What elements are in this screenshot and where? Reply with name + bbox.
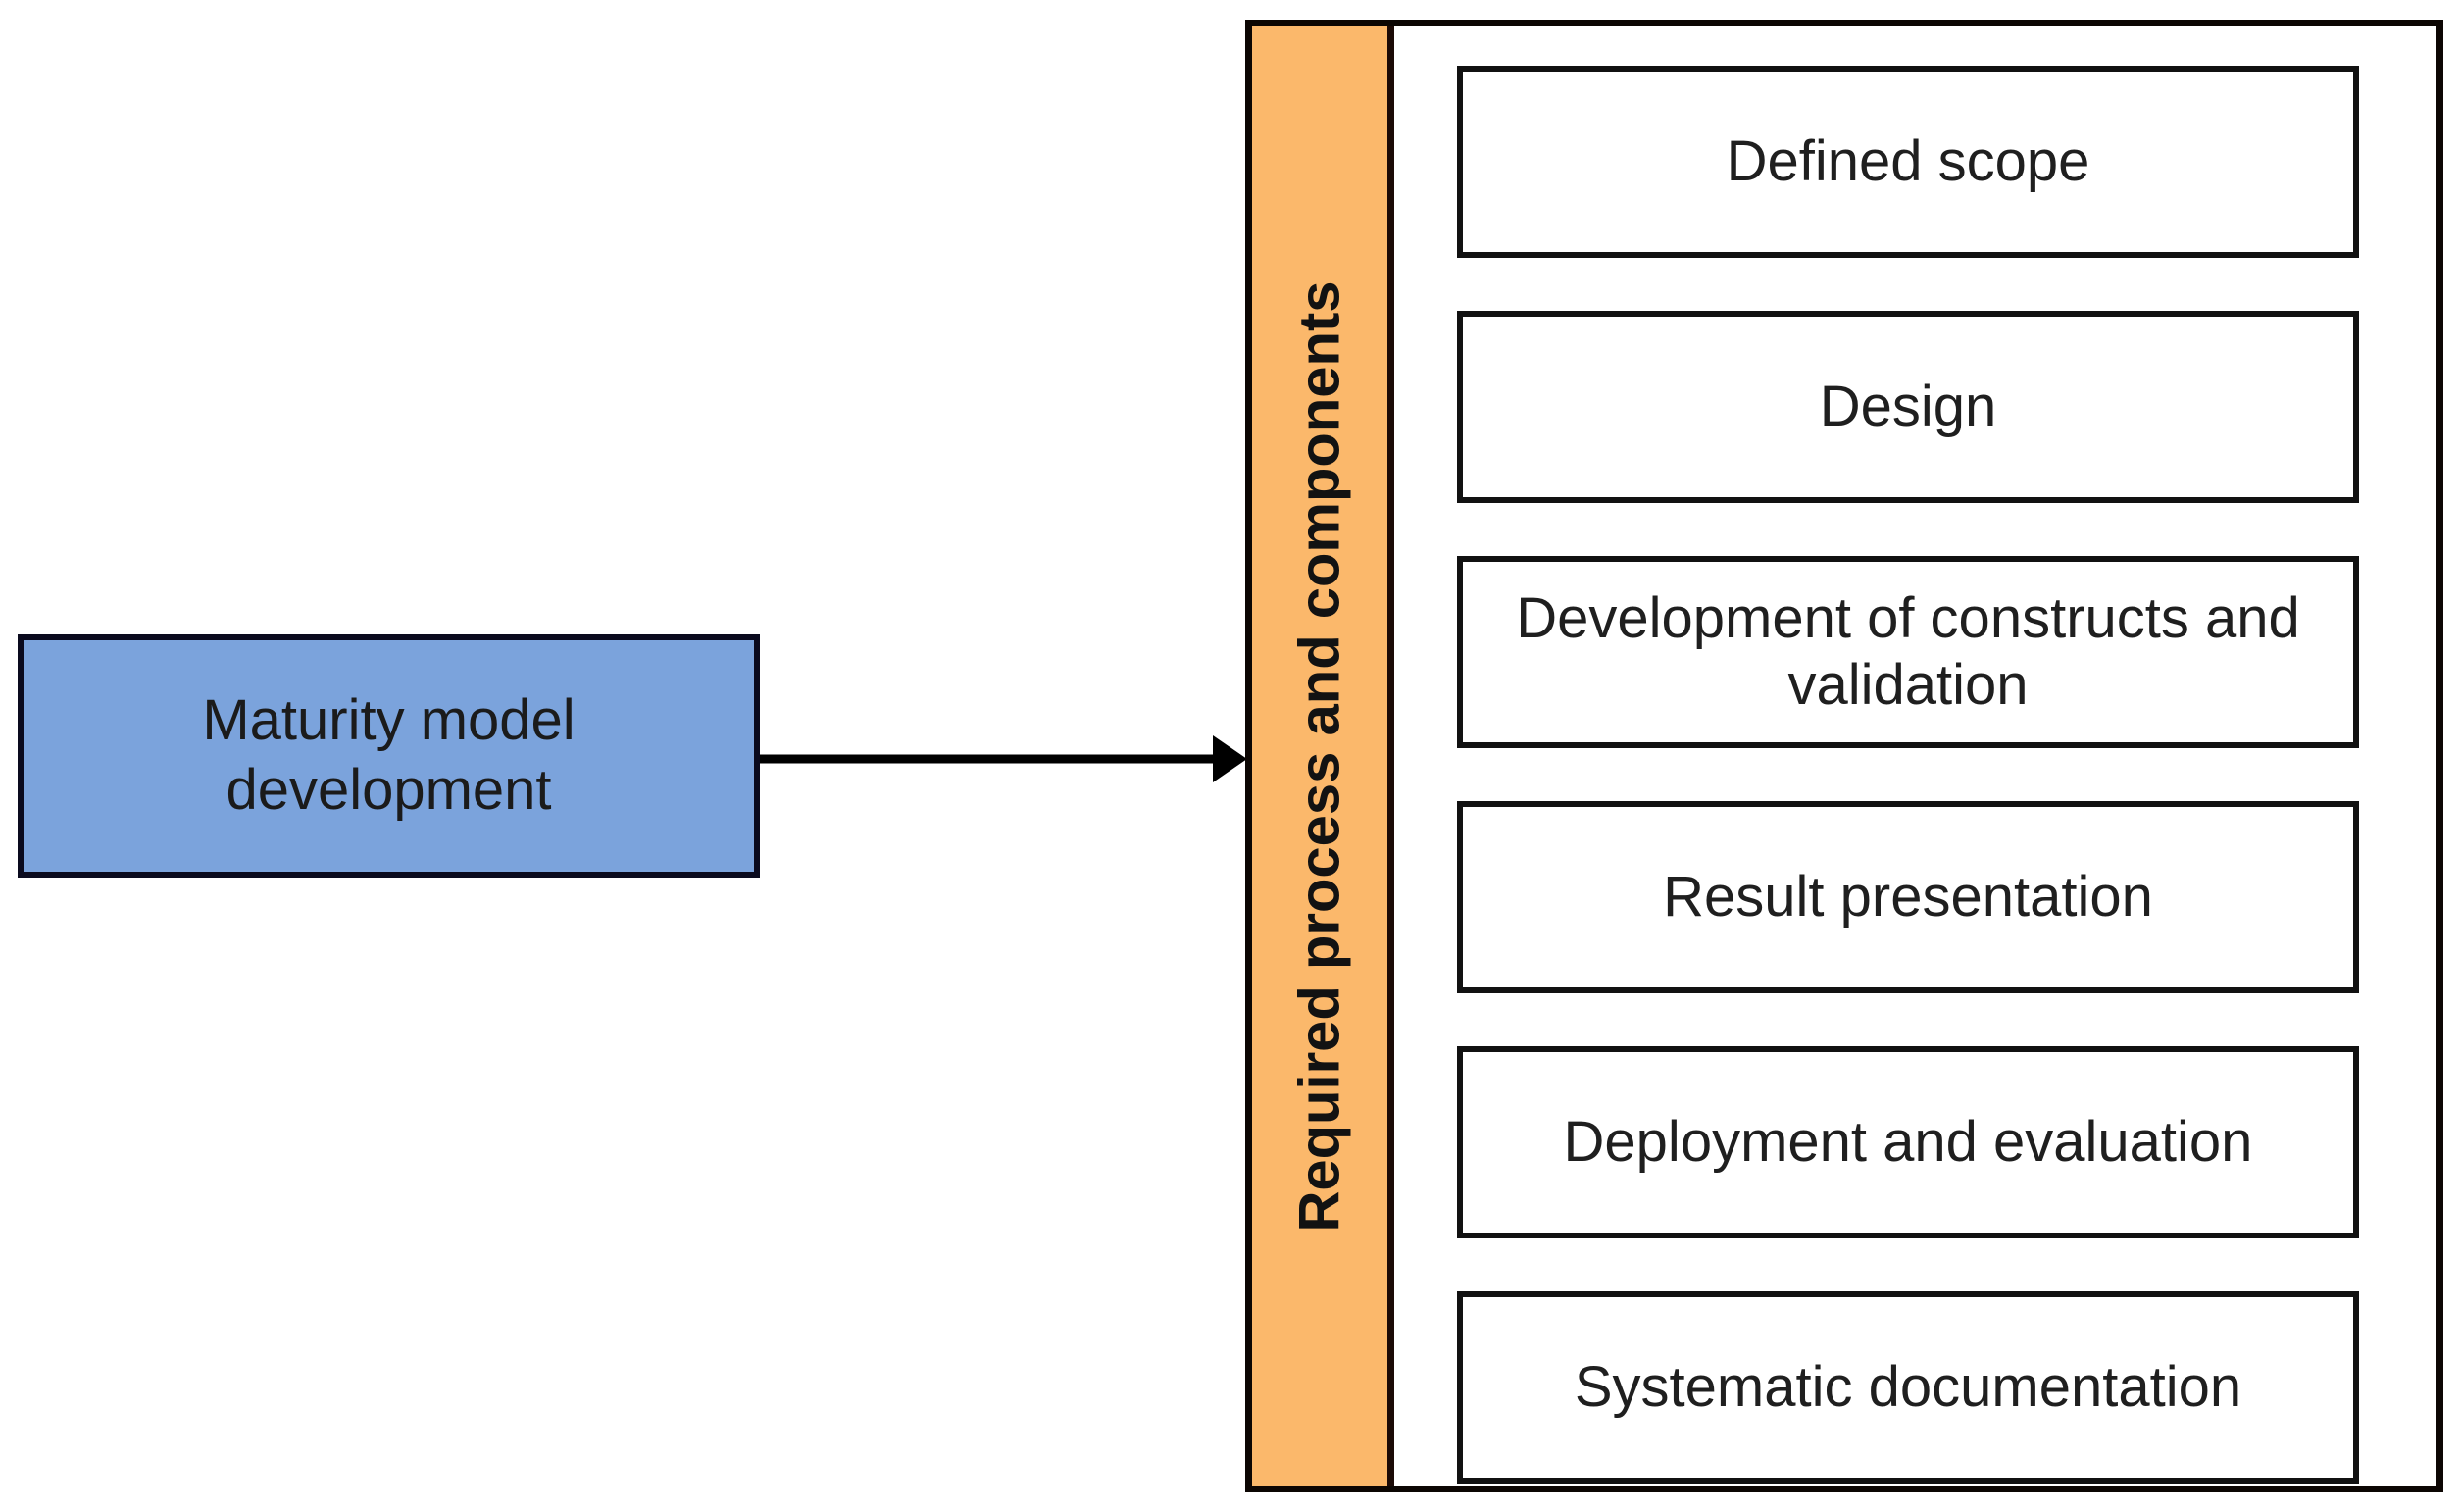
item-box-systematic-documentation[interactable]: Systematic documentation	[1457, 1291, 2359, 1484]
item-label: Defined scope	[1726, 128, 2090, 193]
item-label: Systematic documentation	[1574, 1354, 2242, 1419]
source-node-label: Maturity model development	[202, 688, 576, 822]
item-label: Design	[1819, 374, 1997, 438]
item-label: Development of constructs and validation	[1516, 585, 2300, 717]
source-node-maturity-model-development[interactable]: Maturity model development	[18, 634, 760, 878]
item-label: Deployment and evaluation	[1563, 1109, 2253, 1174]
item-box-development-of-constructs-and-validation[interactable]: Development of constructs and validation	[1457, 556, 2359, 748]
connector-arrow-icon	[760, 735, 1247, 782]
group-container-required-process-and-components: Required process and components Defined …	[1245, 20, 2443, 1492]
items-column: Defined scope Design Development of cons…	[1394, 26, 2436, 1486]
item-box-deployment-and-evaluation[interactable]: Deployment and evaluation	[1457, 1046, 2359, 1238]
item-label: Result presentation	[1663, 864, 2153, 929]
category-band-label: Required process and components	[1287, 279, 1352, 1233]
item-box-result-presentation[interactable]: Result presentation	[1457, 801, 2359, 993]
item-box-defined-scope[interactable]: Defined scope	[1457, 66, 2359, 258]
category-band: Required process and components	[1252, 26, 1394, 1486]
item-box-design[interactable]: Design	[1457, 311, 2359, 503]
